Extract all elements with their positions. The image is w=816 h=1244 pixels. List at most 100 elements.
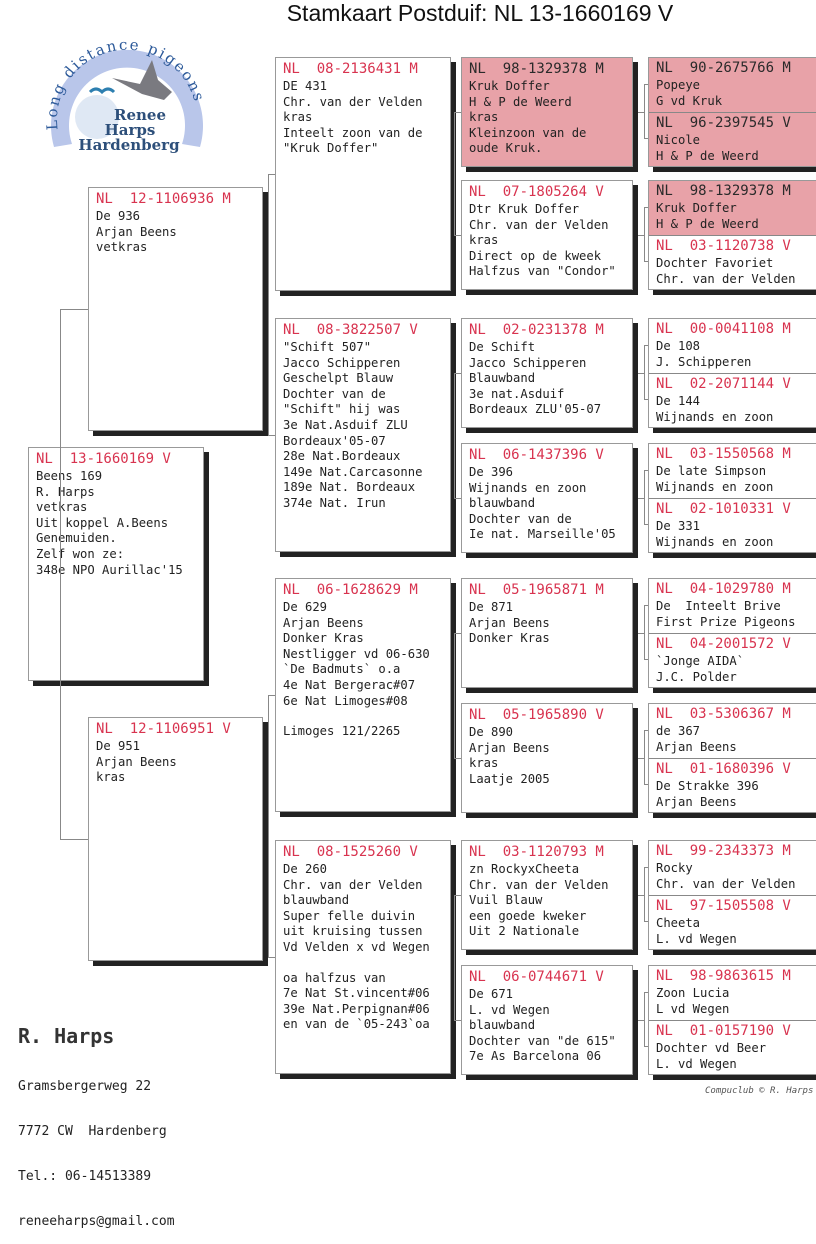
pigeon-info-line: "Kruk Doffer" <box>283 141 379 156</box>
pigeon-info-line: De 331 <box>656 519 701 533</box>
connector-line <box>644 659 648 660</box>
pigeon-info-line: Blauwband <box>469 371 536 386</box>
connector-line <box>268 174 275 175</box>
pigeon-info-line: Direct op de kweek <box>469 248 602 263</box>
pigeon-info-line: Wijnands en zoon <box>656 534 774 549</box>
pigeon-info-line: blauwband <box>283 893 350 908</box>
pigeon-info-line: Geschelpt Blauw <box>283 371 394 386</box>
pigeon-info-line: De 260 <box>283 862 328 876</box>
ring-number: NL 03-1550568 M <box>656 446 791 462</box>
pigeon-info-line: kras <box>96 770 126 785</box>
breeder-address: Gramsbergerweg 22 <box>18 1079 152 1094</box>
pigeon-info-line: Bordeaux'05-07 <box>283 433 386 448</box>
pigeon-info-line: De 936 <box>96 209 141 223</box>
pigeon-info-line: Wijnands en zoon <box>469 480 587 495</box>
connector-line <box>644 345 645 399</box>
connector-line <box>638 895 644 896</box>
pigeon-info-line: Dochter van de <box>469 511 572 526</box>
pigeon-info-line: L vd Wegen <box>656 1001 730 1016</box>
breeder-phone: Tel.: 06-14513389 <box>18 1169 152 1184</box>
pigeon-info-line: oa halfzus van <box>283 970 386 985</box>
connector-line <box>644 605 648 606</box>
logo: Long distance pigeons Renee Harps Harden… <box>43 36 207 154</box>
connector-line <box>268 695 275 696</box>
pigeon-info-line: Rocky <box>656 861 693 875</box>
pigeon-info-line: De 144 <box>656 394 701 408</box>
svg-text:Renee: Renee <box>114 106 166 124</box>
ring-number: NL 98-1329378 M <box>656 183 791 199</box>
connector-line <box>638 498 644 499</box>
connector-line <box>60 309 88 310</box>
connector-line <box>644 207 645 261</box>
connector-line <box>644 605 645 659</box>
pigeon-info-line: Dochter Favoriet <box>656 256 774 270</box>
connector-line <box>644 138 648 139</box>
ring-number: NL 05-1965871 M <box>469 582 604 598</box>
pigeon-info-line: 7e Nat St.vincent#06 <box>283 986 430 1001</box>
pigeon-info-line: 6e Nat Limoges#08 <box>283 693 408 708</box>
pigeon-info-line: 149e Nat.Carcasonne <box>283 464 423 479</box>
ring-number: NL 01-1680396 V <box>656 761 791 777</box>
pigeon-info-line: L. vd Wegen <box>469 1002 550 1017</box>
pigeon-info-line: R. Harps <box>36 484 95 499</box>
pigeon-info-line: Chr. van der Velden <box>469 877 609 892</box>
pigeon-info-line: 348e NPO Aurillac'15 <box>36 562 183 577</box>
svg-text:Hardenberg: Hardenberg <box>78 136 180 154</box>
connector-line <box>268 435 275 436</box>
pigeon-info-line: `Jonge AIDA` <box>656 654 745 668</box>
connector-line <box>644 867 648 868</box>
pigeon-info-line: `De Badmuts` o.a <box>283 662 401 677</box>
svg-text:Harps: Harps <box>105 121 156 139</box>
pigeon-info-line: Arjan Beens <box>96 754 177 769</box>
pigeon-info-line: kras <box>283 110 313 125</box>
connector-line <box>644 84 645 138</box>
ring-number: NL 98-1329378 M <box>469 61 604 77</box>
pigeon-info-line: Halfzus van "Condor" <box>469 264 616 279</box>
ring-number: NL 08-1525260 V <box>283 844 418 860</box>
pigeon-info-line: Nicole <box>656 133 701 147</box>
connector-line <box>454 895 461 896</box>
pigeon-info-line: H & P de Weerd <box>656 216 759 231</box>
connector-line <box>268 695 269 957</box>
ring-number: NL 02-1010331 V <box>656 501 791 517</box>
pigeon-card-gen5[interactable]: NL 04-2001572 V`Jonge AIDA`J.C. Polder <box>649 633 816 687</box>
pigeon-info-line: 3e Nat.Asduif ZLU <box>283 417 408 432</box>
ring-number: NL 96-2397545 V <box>656 115 791 131</box>
pigeon-info-line: kras <box>469 233 499 248</box>
pigeon-card-gen3[interactable]: NL 08-3822507 V"Schift 507"Jacco Schippe… <box>275 318 451 552</box>
connector-line <box>644 730 648 731</box>
